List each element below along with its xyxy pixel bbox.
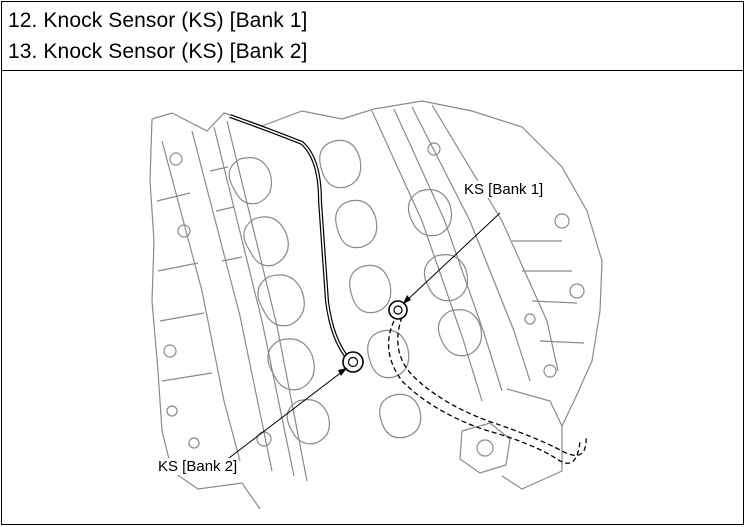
engine-diagram: KS [Bank 1] KS [Bank 2] (2, 71, 743, 524)
bank1-sensor (388, 300, 408, 320)
bank1-harness (388, 316, 587, 464)
engine-illustration (149, 100, 603, 510)
leader-lines (228, 212, 501, 459)
bank2-sensor (342, 351, 364, 373)
leader-line-bank2 (228, 367, 348, 459)
title-line-1: 12. Knock Sensor (KS) [Bank 1] (8, 9, 308, 32)
header-cell: 12. Knock Sensor (KS) [Bank 1] 13. Knock… (2, 2, 743, 71)
engine-block-drawing (149, 100, 603, 510)
callout-bank2: KS [Bank 2] (157, 458, 239, 475)
arrowhead-bank2 (338, 368, 347, 376)
title-line-2: 13. Knock Sensor (KS) [Bank 2] (8, 40, 308, 63)
bank2-harness (229, 114, 352, 363)
arrowhead-bank1 (403, 295, 411, 304)
leader-line-bank1 (402, 212, 501, 305)
callout-bank1: KS [Bank 1] (463, 181, 545, 198)
leader-arrowheads (338, 295, 411, 376)
